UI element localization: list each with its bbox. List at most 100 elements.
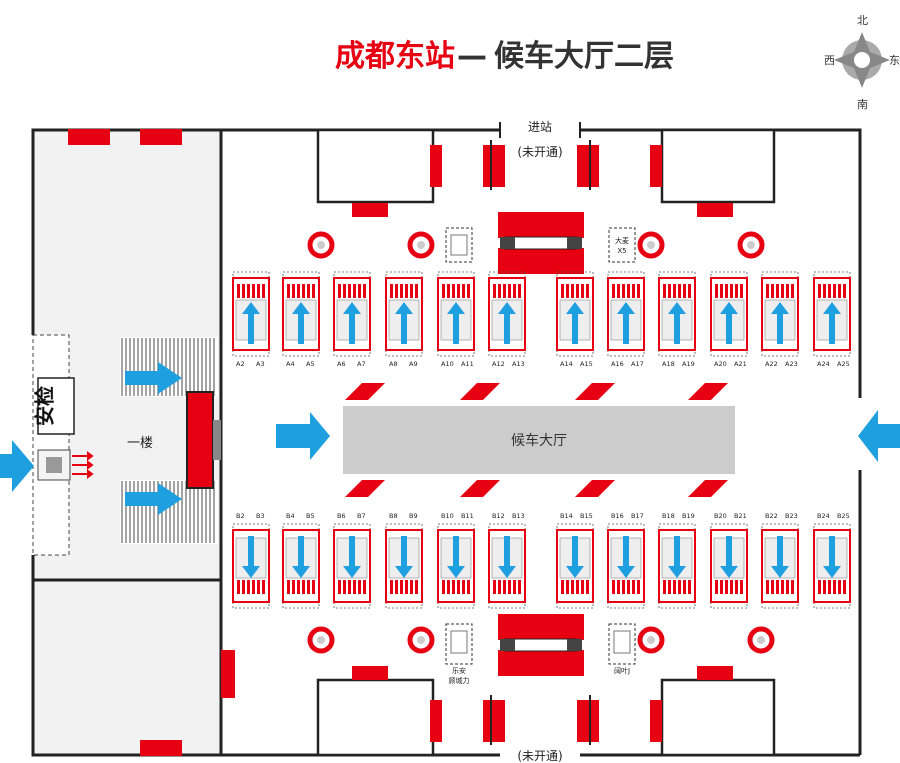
gate-arrow-down-icon (395, 536, 413, 578)
gate-arrow-down-icon (447, 536, 465, 578)
gate-arrow-up-icon (292, 302, 310, 344)
gate-label: B18 (662, 512, 675, 520)
gate-arrow-up-icon (498, 302, 516, 344)
gate-arrow-up-icon (617, 302, 635, 344)
gate-label: A16 (611, 360, 624, 368)
left-wing-lower-area (33, 580, 221, 755)
top-room-doors (352, 145, 733, 217)
gate-label: A19 (682, 360, 695, 368)
compass-east: 东 (889, 54, 900, 67)
gate-arrow-up-icon (771, 302, 789, 344)
gate-label: A11 (461, 360, 474, 368)
gate-label: A25 (837, 360, 850, 368)
gate-label: B8 (389, 512, 398, 520)
gate-label: A20 (714, 360, 727, 368)
gate-label: B9 (409, 512, 418, 520)
gate-label: B11 (461, 512, 474, 520)
gate-label: A22 (765, 360, 778, 368)
d-marker-icon (637, 231, 665, 259)
compass-icon (834, 32, 890, 88)
gate-label: A4 (286, 360, 295, 368)
compass-west: 西 (824, 54, 835, 67)
gate-label: B22 (765, 512, 778, 520)
red-flow-arrows (72, 451, 94, 479)
gate-label: B14 (560, 512, 573, 520)
gate-arrow-down-icon (668, 536, 686, 578)
gate-label: B15 (580, 512, 593, 520)
gates_top-gate-group: A10 A11 (437, 271, 475, 368)
d-marker-icon (747, 626, 775, 654)
d-marker-icon (407, 626, 435, 654)
gate-label: A24 (817, 360, 830, 368)
gate-label: A17 (631, 360, 644, 368)
gate-label: A3 (256, 360, 265, 368)
d-marker-icon (737, 231, 765, 259)
d-marker-icon (637, 626, 665, 654)
gate-label: A18 (662, 360, 675, 368)
gate-arrow-down-icon (566, 536, 584, 578)
gate-label: A13 (512, 360, 525, 368)
left-wing-doors (68, 129, 235, 756)
gate-label: B19 (682, 512, 695, 520)
waiting-hall (343, 406, 735, 474)
gate-label: B25 (837, 512, 850, 520)
escalator-bottom (498, 614, 584, 676)
kiosk-bottom-left-label-b: 顾城力 (449, 676, 470, 685)
gates_bottom-gate-group: B18 B19 (658, 512, 696, 609)
waiting-hall-label: 候车大厅 (511, 432, 567, 449)
gate-label: B16 (611, 512, 624, 520)
gate-label: A23 (785, 360, 798, 368)
d-marker-icon (307, 626, 335, 654)
gate-label: A9 (409, 360, 418, 368)
escalator-left (186, 391, 214, 489)
gate-arrow-up-icon (242, 302, 260, 344)
security-zone (32, 334, 70, 556)
gates_top-gate-group: A24 A25 (813, 271, 851, 368)
gates_top-gate-group: A12 A13 (488, 271, 526, 368)
gate-label: A10 (441, 360, 454, 368)
gate-label: B24 (817, 512, 830, 520)
d-markers (307, 231, 775, 654)
d-marker-icon (407, 231, 435, 259)
gate-arrow-up-icon (823, 302, 841, 344)
not-open-top-label: (未开通) (517, 145, 562, 159)
not-open-bottom-label: (未开通) (517, 749, 562, 763)
gate-label: B17 (631, 512, 644, 520)
gates_top-gate-group: A18 A19 (658, 271, 696, 368)
arrow-right-icon (276, 412, 330, 460)
title-station: 成都东站 (335, 39, 455, 74)
gate-label: A12 (492, 360, 505, 368)
gate-arrow-down-icon (823, 536, 841, 578)
gate-label: A8 (389, 360, 398, 368)
gates_bottom-gate-group: B12 B13 (488, 512, 526, 609)
gate-arrow-down-icon (242, 536, 260, 578)
title-separator: — (457, 39, 487, 74)
gate-label: A15 (580, 360, 593, 368)
gate-label: B13 (512, 512, 525, 520)
bottom-room-doors (352, 666, 733, 742)
gate-label: B23 (785, 512, 798, 520)
gate-arrow-down-icon (498, 536, 516, 578)
gates_top-gate-group: A16 A17 (607, 271, 645, 368)
gate-arrow-up-icon (343, 302, 361, 344)
gate-label: B20 (714, 512, 727, 520)
gate-arrow-up-icon (720, 302, 738, 344)
compass-north: 北 (857, 14, 868, 27)
gate-arrow-down-icon (720, 536, 738, 578)
title-area: 候车大厅二层 (494, 39, 674, 74)
gate-arrow-down-icon (617, 536, 635, 578)
escalator-top (498, 212, 584, 274)
gate-arrow-down-icon (343, 536, 361, 578)
gates_bottom-gate-group: B8 B9 (385, 512, 423, 609)
gate-label: B10 (441, 512, 454, 520)
gate-arrow-up-icon (668, 302, 686, 344)
gate-label: A7 (357, 360, 366, 368)
gate-label: B12 (492, 512, 505, 520)
